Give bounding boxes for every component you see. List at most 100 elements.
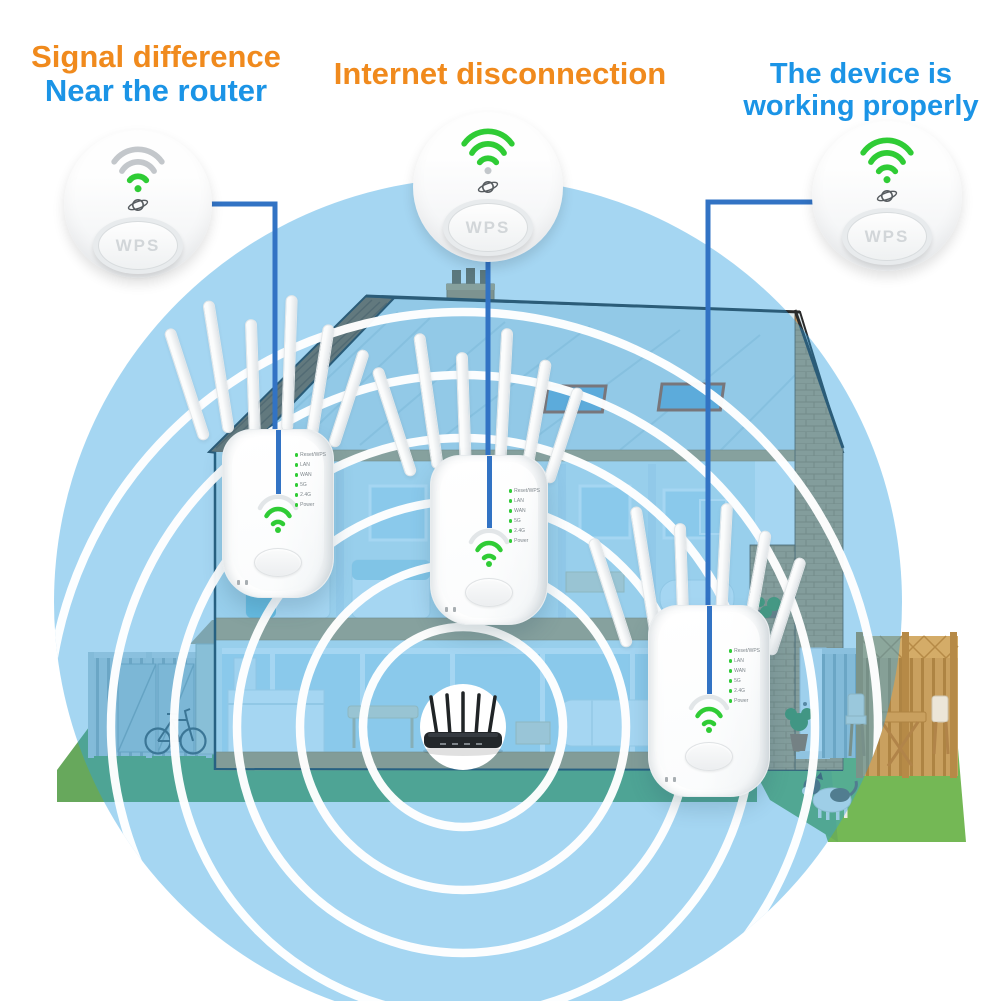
led-row: WAN — [728, 666, 760, 676]
antenna — [244, 318, 261, 440]
status-led-panel: Reset/WPS LAN WAN 5G 2.4G Power — [508, 486, 540, 546]
planet-icon — [477, 181, 499, 193]
plug-pin — [245, 580, 248, 585]
status-led-panel: Reset/WPS LAN WAN 5G 2.4G Power — [294, 450, 326, 510]
led-row: LAN — [294, 460, 326, 470]
wifi-router — [423, 691, 503, 756]
led-dot — [294, 483, 299, 487]
led-row: WAN — [508, 506, 540, 516]
signal-feed-line — [486, 456, 492, 528]
led-dot — [294, 473, 299, 477]
led-dot — [728, 689, 733, 693]
led-row: 5G — [728, 676, 760, 686]
wps-oval-button[interactable] — [254, 548, 302, 577]
led-dot — [294, 493, 299, 497]
router-disc — [420, 684, 506, 770]
led-label: Reset/WPS — [734, 648, 760, 654]
extender-top-view-near-router: WPS — [64, 130, 212, 278]
led-label: 2.4G — [514, 528, 525, 534]
led-dot — [508, 509, 513, 513]
led-dot — [508, 519, 513, 523]
led-label: Power — [734, 698, 749, 704]
led-dot — [508, 539, 513, 543]
led-label: WAN — [514, 508, 526, 514]
led-row: Reset/WPS — [508, 486, 540, 496]
led-row: 5G — [508, 516, 540, 526]
plug-pin — [237, 580, 240, 585]
led-row: Power — [728, 696, 760, 706]
wifi-repeater-2: Reset/WPS LAN WAN 5G 2.4G Power — [371, 327, 585, 628]
caption-internet-disconnection: Internet disconnection — [324, 57, 676, 91]
led-row: Reset/WPS — [294, 450, 326, 460]
extender-top-view-working: WPS — [812, 121, 962, 271]
led-label: Reset/WPS — [300, 452, 326, 458]
led-dot — [508, 489, 513, 493]
patio-set — [845, 693, 950, 767]
led-row: 2.4G — [508, 526, 540, 536]
led-row: WAN — [294, 470, 326, 480]
led-dot — [294, 503, 299, 507]
wps-button[interactable]: WPS — [443, 199, 533, 256]
led-label: LAN — [300, 462, 310, 468]
repeater-wifi-logo — [468, 528, 510, 567]
plug-pin — [665, 777, 668, 782]
antenna — [305, 323, 336, 441]
led-label: LAN — [734, 658, 744, 664]
wifi-repeater-3: Reset/WPS LAN WAN 5G 2.4G Power — [587, 502, 808, 803]
connector-line-left — [210, 201, 278, 440]
led-label: Reset/WPS — [514, 488, 540, 494]
led-dot — [728, 679, 733, 683]
planet-icon — [876, 190, 898, 202]
wps-button-label: WPS — [98, 221, 178, 270]
led-row: 2.4G — [728, 686, 760, 696]
wifi-repeater-1: Reset/WPS LAN WAN 5G 2.4G Power — [163, 293, 371, 605]
caption-line: Near the router — [44, 73, 268, 108]
wps-button[interactable]: WPS — [93, 217, 183, 274]
wifi-signal-icon — [461, 128, 515, 175]
wifi-signal-icon — [111, 146, 165, 193]
antenna — [494, 327, 514, 469]
status-led-panel: Reset/WPS LAN WAN 5G 2.4G Power — [728, 646, 760, 706]
led-dot — [508, 529, 513, 533]
signal-feed-line — [706, 606, 712, 694]
led-label: 2.4G — [300, 492, 311, 498]
led-dot — [508, 499, 513, 503]
potted-plant — [785, 708, 813, 751]
led-row: Reset/WPS — [728, 646, 760, 656]
led-dot — [294, 463, 299, 467]
plug-pin — [445, 607, 448, 612]
led-dot — [728, 659, 733, 663]
led-label: Power — [300, 502, 315, 508]
antenna — [412, 332, 444, 470]
caption-near-router: Signal difference Near the router — [15, 40, 297, 108]
planet-icon — [127, 199, 149, 211]
led-dot — [728, 699, 733, 703]
extender-top-view-disconnected: WPS — [413, 112, 563, 262]
signal-feed-line — [275, 430, 281, 494]
repeater-body: Reset/WPS LAN WAN 5G 2.4G Power — [430, 455, 548, 625]
caption-line: The device is — [769, 58, 953, 90]
led-label: 5G — [734, 678, 741, 684]
antenna — [281, 294, 298, 433]
led-label: 2.4G — [734, 688, 745, 694]
led-row: 2.4G — [294, 490, 326, 500]
plug-pin — [453, 607, 456, 612]
led-row: Power — [294, 500, 326, 510]
led-label: Power — [514, 538, 529, 544]
wps-oval-button[interactable] — [685, 742, 733, 771]
led-label: 5G — [514, 518, 521, 524]
led-row: 5G — [294, 480, 326, 490]
led-label: WAN — [734, 668, 746, 674]
repeater-wifi-logo — [257, 494, 299, 533]
led-row: LAN — [508, 496, 540, 506]
led-row: Power — [508, 536, 540, 546]
wps-oval-button[interactable] — [465, 578, 513, 607]
repeater-wifi-logo — [688, 694, 730, 733]
wps-button[interactable]: WPS — [842, 208, 932, 265]
caption-line: Signal difference — [31, 39, 281, 74]
led-label: WAN — [300, 472, 312, 478]
led-dot — [728, 649, 733, 653]
repeater-body: Reset/WPS LAN WAN 5G 2.4G Power — [648, 605, 770, 797]
led-dot — [294, 453, 299, 457]
